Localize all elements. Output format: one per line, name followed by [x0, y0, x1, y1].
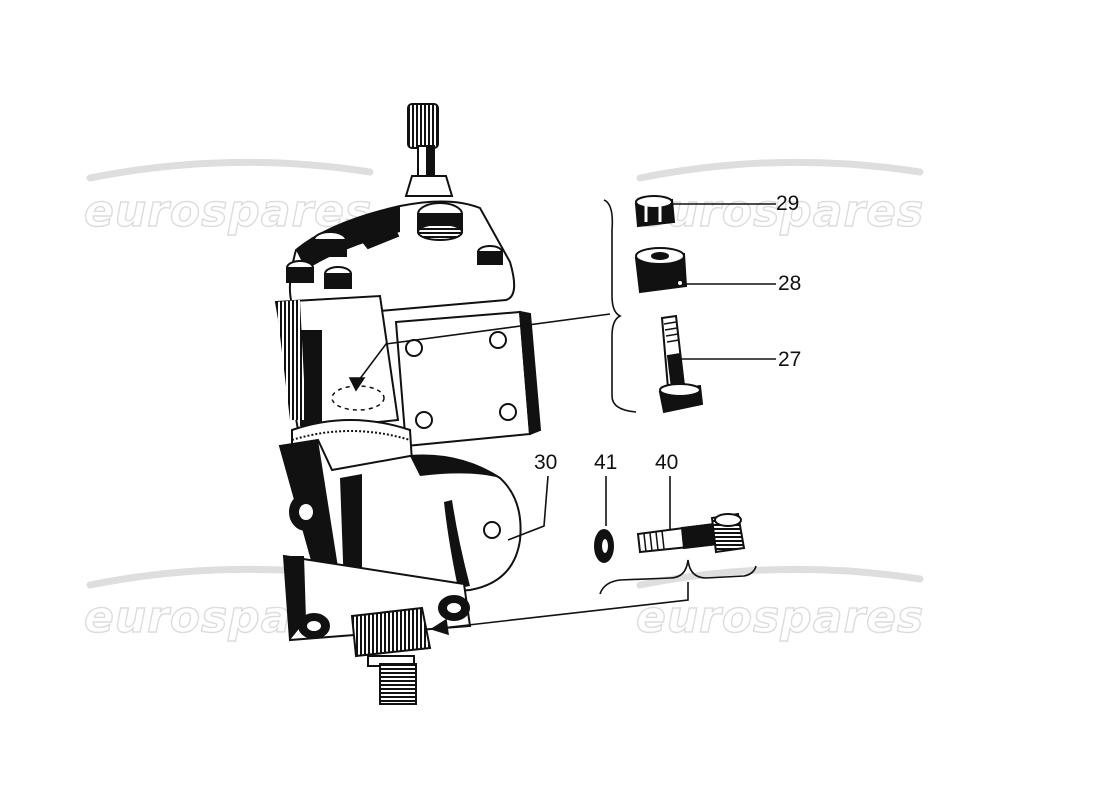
- spacer-washer-28: [634, 247, 688, 294]
- cover-bolts: [286, 202, 503, 289]
- callout-40[interactable]: 40: [655, 451, 679, 474]
- output-shaft: [350, 606, 432, 705]
- leader-lines: [348, 199, 776, 636]
- callout-30[interactable]: 30: [534, 451, 558, 474]
- mounting-flange: [394, 310, 542, 448]
- steering-box: [274, 103, 542, 705]
- callout-29[interactable]: 29: [776, 192, 800, 215]
- castle-nut-29: [634, 195, 676, 228]
- side-lug: [289, 493, 323, 531]
- washer-41: [594, 529, 614, 563]
- input-shaft: [404, 103, 454, 197]
- callout-28[interactable]: 28: [778, 272, 802, 295]
- callout-41[interactable]: 41: [594, 451, 618, 474]
- bolt-27: [658, 314, 704, 414]
- bolt-40: [636, 512, 746, 554]
- callout-27[interactable]: 27: [778, 348, 802, 371]
